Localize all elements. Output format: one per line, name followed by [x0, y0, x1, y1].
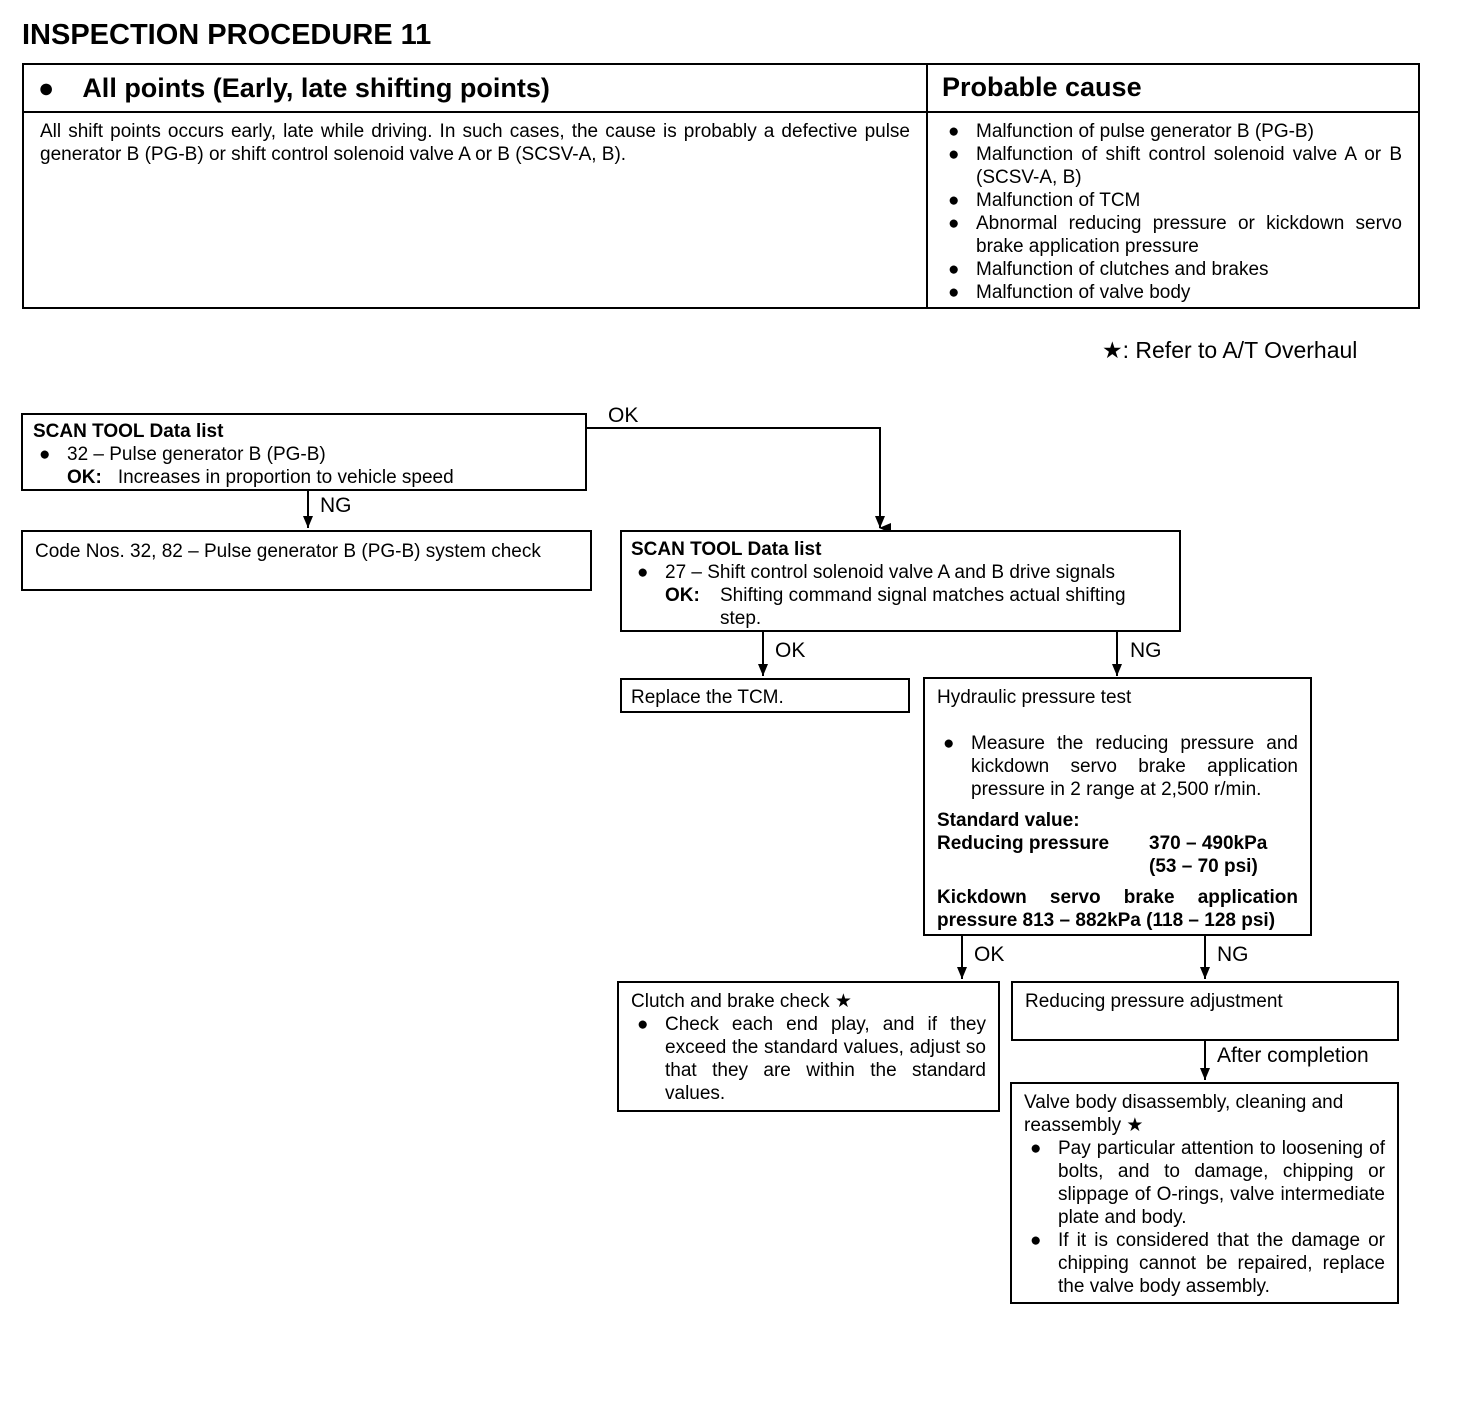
- ok-label: OK: [608, 404, 639, 427]
- symptom-heading: ● All points (Early, late shifting points…: [38, 72, 550, 104]
- box-item: ● If it is considered that the damage or …: [1024, 1229, 1385, 1298]
- box-item: ● Pay particular attention to loosening o…: [1024, 1137, 1385, 1229]
- hydraulic-pressure-test-box: Hydraulic pressure test ● Measure the red…: [923, 677, 1312, 936]
- item-text: If it is considered that the damage or c…: [1058, 1230, 1385, 1297]
- page-title: INSPECTION PROCEDURE 11: [22, 19, 432, 51]
- item-text: Pay particular attention to loosening of…: [1058, 1138, 1385, 1228]
- bullet-icon: ●: [948, 259, 960, 280]
- cause-text: Malfunction of pulse generator B (PG-B): [976, 121, 1314, 142]
- bullet-icon: ●: [39, 444, 51, 465]
- overhaul-note: ★: Refer to A/T Overhaul: [1102, 337, 1358, 363]
- cause-text: Abnormal reducing pressure or kickdown s…: [976, 213, 1402, 257]
- box-item: ● 32 – Pulse generator B (PG-B): [33, 443, 575, 466]
- bullet-icon: ●: [637, 562, 649, 583]
- cause-item: ● Malfunction of TCM: [942, 189, 1402, 212]
- box-text: Replace the TCM.: [631, 687, 784, 708]
- box-text: Code Nos. 32, 82 – Pulse generator B (PG…: [35, 541, 541, 562]
- pg-b-system-check-box: Code Nos. 32, 82 – Pulse generator B (PG…: [21, 530, 592, 591]
- ok-label: OK: [775, 639, 806, 662]
- ok-label: OK: [974, 943, 1005, 966]
- table-column-divider: [926, 65, 928, 307]
- ok-criterion-text: Shifting command signal matches actual s…: [720, 585, 1126, 629]
- symptom-bullet: ●: [38, 73, 55, 103]
- item-text: Measure the reducing pressure and kickdo…: [971, 733, 1298, 800]
- cause-text: Malfunction of valve body: [976, 282, 1191, 303]
- cause-text: Malfunction of TCM: [976, 190, 1141, 211]
- scan-tool-check-box-1: SCAN TOOL Data list ● 32 – Pulse generato…: [21, 413, 587, 491]
- box-title: Hydraulic pressure test: [937, 687, 1132, 708]
- after-completion-label: After completion: [1217, 1044, 1369, 1067]
- ok-criterion-text: Increases in proportion to vehicle speed: [117, 467, 454, 488]
- valve-body-service-box: Valve body disassembly, cleaning and rea…: [1010, 1082, 1399, 1304]
- box-title: SCAN TOOL Data list: [631, 539, 822, 560]
- bullet-icon: ●: [948, 213, 960, 234]
- symptom-description: All shift points occurs early, late whil…: [40, 121, 910, 165]
- scan-tool-check-box-2: SCAN TOOL Data list ● 27 – Shift control …: [620, 530, 1181, 632]
- reducing-pressure-psi: (53 – 70 psi): [1149, 856, 1258, 877]
- bullet-icon: ●: [948, 144, 960, 165]
- item-text: Check each end play, and if they exceed …: [665, 1014, 986, 1104]
- bullet-icon: ●: [1030, 1230, 1042, 1251]
- reducing-pressure-adjustment-box: Reducing pressure adjustment: [1011, 981, 1399, 1041]
- cause-heading: Probable cause: [942, 72, 1142, 102]
- bullet-icon: ●: [948, 190, 960, 211]
- kickdown-standard-value: Kickdown servo brake application pressur…: [937, 887, 1298, 931]
- box-title: Clutch and brake check ★: [631, 991, 852, 1012]
- cause-item: ● Abnormal reducing pressure or kickdown …: [942, 212, 1402, 258]
- clutch-brake-check-box: Clutch and brake check ★ ● Check each end…: [617, 981, 1000, 1112]
- cause-text: Malfunction of clutches and brakes: [976, 259, 1269, 280]
- bullet-icon: ●: [948, 282, 960, 303]
- box-item: ● Check each end play, and if they exceed…: [631, 1013, 986, 1105]
- reducing-pressure-label: Reducing pressure: [937, 833, 1110, 854]
- cause-item: ● Malfunction of pulse generator B (PG-B): [942, 120, 1402, 143]
- replace-tcm-box: Replace the TCM.: [620, 678, 910, 713]
- arrow-ok1: [586, 427, 891, 533]
- bullet-icon: ●: [1030, 1138, 1042, 1159]
- bullet-icon: ●: [943, 733, 955, 754]
- ng-label: NG: [1130, 639, 1162, 662]
- cause-item: ● Malfunction of shift control solenoid v…: [942, 143, 1402, 189]
- ok-criterion: OK: Increases in proportion to vehicle sp…: [33, 466, 575, 489]
- cause-item: ● Malfunction of clutches and brakes: [942, 258, 1402, 281]
- table-header-divider: [24, 111, 1418, 113]
- item-text: 32 – Pulse generator B (PG-B): [67, 444, 326, 465]
- ng-label: NG: [320, 494, 352, 517]
- ok-criterion-label: OK:: [67, 467, 102, 488]
- cause-item: ● Malfunction of valve body: [942, 281, 1402, 304]
- standard-value-label: Standard value:: [937, 810, 1080, 831]
- cause-text: Malfunction of shift control solenoid va…: [976, 144, 1402, 188]
- ok-criterion-label: OK:: [665, 585, 700, 606]
- reducing-pressure-row: Reducing pressure 370 – 490kPa: [937, 832, 1298, 855]
- symptom-heading-text: All points (Early, late shifting points): [82, 73, 550, 103]
- box-text: Reducing pressure adjustment: [1025, 991, 1283, 1012]
- box-item: ● 27 – Shift control solenoid valve A and…: [631, 561, 1170, 584]
- cause-list: ● Malfunction of pulse generator B (PG-B)…: [942, 120, 1402, 304]
- reducing-pressure-value: 370 – 490kPa: [1149, 833, 1268, 854]
- symptom-table: ● All points (Early, late shifting points…: [22, 63, 1420, 309]
- ng-label: NG: [1217, 943, 1249, 966]
- item-text: 27 – Shift control solenoid valve A and …: [665, 562, 1115, 583]
- box-title: SCAN TOOL Data list: [33, 421, 224, 442]
- bullet-icon: ●: [948, 121, 960, 142]
- ok-criterion: OK: Shifting command signal matches actu…: [631, 584, 1170, 630]
- bullet-icon: ●: [637, 1014, 649, 1035]
- box-item: ● Measure the reducing pressure and kickd…: [937, 732, 1298, 801]
- box-title: Valve body disassembly, cleaning and rea…: [1024, 1092, 1344, 1136]
